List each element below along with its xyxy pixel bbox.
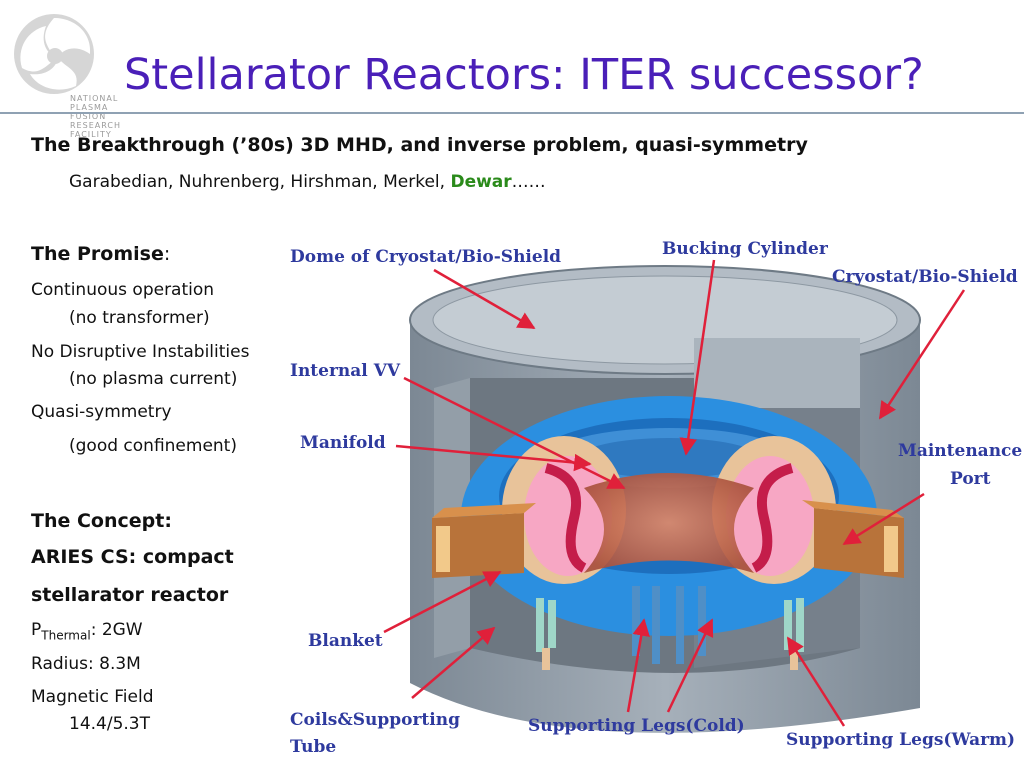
concept-name-line2: stellarator reactor	[31, 584, 228, 606]
label-cryostat: Cryostat/Bio-Shield	[832, 267, 1018, 287]
logo-swirl-icon	[6, 8, 106, 98]
names-text: Garabedian, Nuhrenberg, Hirshman, Merkel…	[69, 172, 450, 192]
label-legs-warm: Supporting Legs(Warm)	[786, 730, 1015, 750]
breakthrough-heading: The Breakthrough (’80s) 3D MHD, and inve…	[31, 134, 808, 156]
promise-heading-text: The Promise	[31, 243, 164, 265]
logo-line: PLASMA	[70, 103, 121, 112]
field-value: 14.4/5.3T	[69, 714, 150, 734]
label-maintenance: Maintenance	[898, 441, 1022, 461]
p-label: P	[31, 620, 41, 640]
npfrf-logo: NATIONAL PLASMA FUSION RESEARCH FACILITY	[6, 8, 118, 136]
ellipsis-text: ……	[512, 172, 546, 192]
label-bucking-cylinder: Bucking Cylinder	[662, 239, 829, 259]
label-manifold: Manifold	[300, 433, 386, 453]
label-blanket: Blanket	[308, 631, 383, 651]
label-coils: Coils&Supporting	[290, 710, 460, 730]
concept-name-line1: ARIES CS: compact	[31, 546, 234, 568]
title-divider	[0, 112, 1024, 114]
label-legs-cold: Supporting Legs(Cold)	[528, 716, 745, 736]
breakthrough-names: Garabedian, Nuhrenberg, Hirshman, Merkel…	[69, 172, 546, 192]
label-internal-vv: Internal VV	[290, 361, 401, 381]
promise-item-sub: (no transformer)	[69, 308, 210, 328]
promise-item-main: Continuous operation	[31, 280, 214, 300]
aries-cs-cutaway-diagram: Dome of Cryostat/Bio-Shield Bucking Cyli…	[284, 228, 1024, 768]
promise-item-sub: (no plasma current)	[69, 369, 237, 389]
thermal-power: PThermal: 2GW	[31, 620, 143, 642]
logo-line: RESEARCH	[70, 121, 121, 130]
promise-heading: The Promise:	[31, 243, 170, 265]
p-subscript: Thermal	[41, 628, 90, 642]
logo-text: NATIONAL PLASMA FUSION RESEARCH FACILITY	[70, 94, 121, 139]
dewar-highlight: Dewar	[450, 172, 511, 192]
logo-line: NATIONAL	[70, 94, 121, 103]
p-value: : 2GW	[91, 620, 143, 640]
promise-item-main: Quasi-symmetry	[31, 402, 172, 422]
label-dome: Dome of Cryostat/Bio-Shield	[290, 247, 561, 267]
field-label: Magnetic Field	[31, 687, 154, 707]
promise-item-main: No Disruptive Instabilities	[31, 342, 293, 362]
radius: Radius: 8.3M	[31, 654, 141, 674]
label-tube: Tube	[290, 737, 336, 757]
concept-heading: The Concept:	[31, 510, 172, 532]
promise-item-sub: (good confinement)	[69, 436, 237, 456]
maintenance-port-left	[432, 503, 536, 578]
promise-colon: :	[164, 243, 170, 265]
label-port: Port	[950, 469, 991, 489]
slide-title: Stellarator Reactors: ITER successor?	[124, 50, 924, 100]
plasma-core	[584, 473, 754, 573]
